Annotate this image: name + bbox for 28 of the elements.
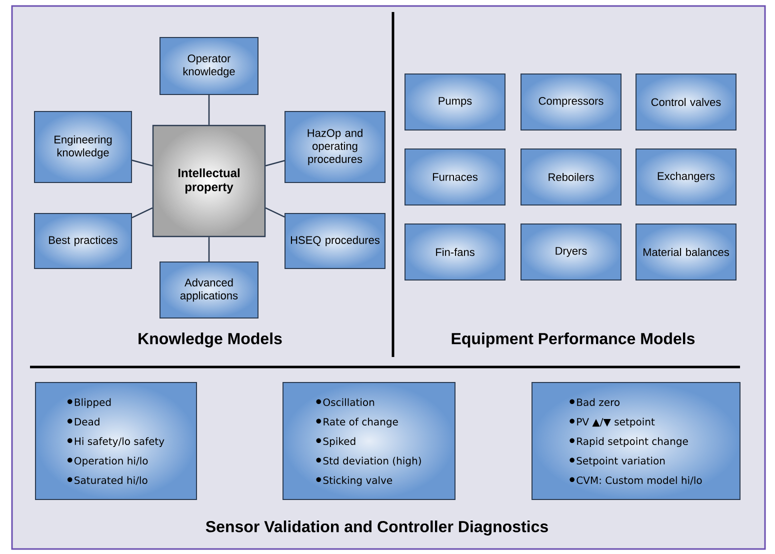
equipment-box: Furnaces — [404, 148, 506, 206]
topic-box: Best practices — [34, 213, 132, 269]
equipment-box: Fin-fans — [404, 224, 506, 280]
hub-box: Intellectual property — [152, 124, 266, 238]
equipment-box: Exchangers — [636, 148, 737, 206]
connector-line — [265, 207, 285, 218]
checklist-box: Bad zero PV ▲/▼ setpoint Rapid setpoint change Setpoint variation CVM: Custom model hi/lo — [532, 382, 741, 500]
connector-line — [132, 207, 153, 218]
topic-box: HazOp and operating procedures — [284, 111, 386, 183]
section-heading: Sensor Validation and Controller Diagnostics — [206, 520, 548, 536]
connector-line — [208, 237, 210, 262]
equipment-box: Pumps — [404, 74, 506, 130]
equipment-box: Control valves — [636, 74, 737, 130]
topic-box: Engineering knowledge — [34, 111, 132, 183]
equipment-box: Dryers — [520, 224, 622, 280]
connector-line — [208, 95, 210, 125]
connector-line — [132, 160, 153, 166]
section-heading: Knowledge Models — [138, 332, 282, 348]
checklist-box: Oscillation Rate of change Spiked Std deviation (high) Sticking valve — [282, 382, 456, 500]
checklist-box: Blipped Dead Hi safety/lo safety Operation hi/lo Saturated hi/lo — [35, 382, 197, 500]
topic-box: Operator knowledge — [160, 37, 258, 95]
section-heading: Equipment Performance Models — [452, 332, 695, 348]
equipment-box: Reboilers — [520, 148, 622, 206]
topic-box: HSEQ procedures — [284, 213, 386, 269]
connector-line — [265, 160, 285, 166]
topic-box: Advanced applications — [160, 262, 258, 318]
equipment-box: Compressors — [520, 74, 622, 130]
equipment-box: Material balances — [636, 224, 737, 280]
